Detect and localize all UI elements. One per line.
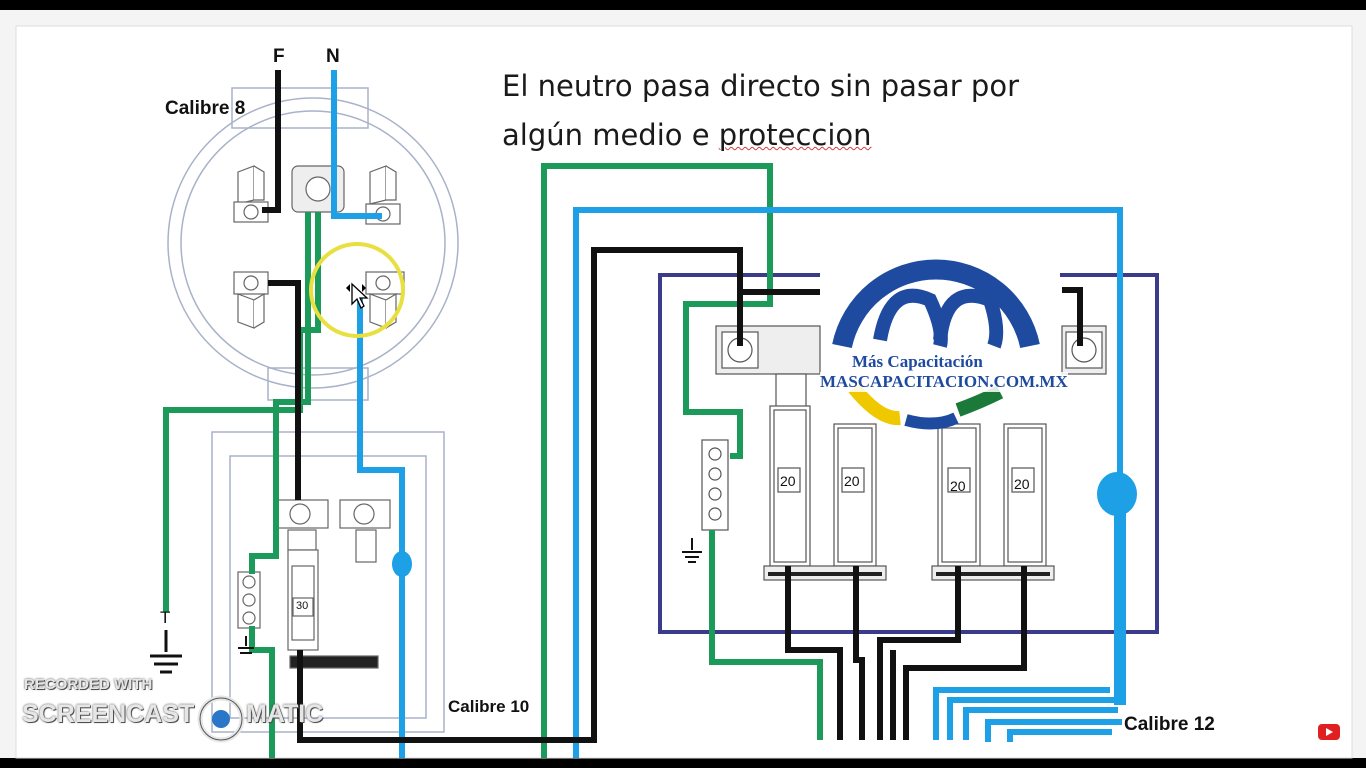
watermark-screencast: SCREENCAST: [22, 700, 195, 728]
youtube-icon[interactable]: [1318, 724, 1340, 740]
panel-main-lugs: [701, 325, 1107, 531]
ground-symbol-icon: [238, 636, 254, 654]
screencast-logo-icon: [197, 695, 245, 743]
phase-wires: [262, 70, 1083, 743]
breaker-rating-4: 20: [1014, 476, 1030, 492]
highlight-circle: [309, 242, 405, 338]
calibre-10-label: Calibre 10: [448, 697, 530, 716]
branch-breakers: [763, 405, 1055, 581]
move-cursor-icon: [346, 282, 369, 309]
phase-label: F: [273, 46, 285, 67]
calibre-8-label: Calibre 8: [165, 98, 246, 119]
ground-symbol-icon: [682, 538, 702, 563]
neutral-label: N: [326, 46, 340, 67]
breaker-rating-1: 20: [780, 473, 796, 489]
meter-base: [167, 87, 459, 401]
breaker-rating-2: 20: [844, 473, 860, 489]
watermark-recorded-with: RECORDED WITH: [24, 676, 153, 693]
slide-title-line1: El neutro pasa directo sin pasar por: [502, 69, 1020, 103]
logo-line1: Más Capacitación: [852, 352, 983, 372]
logo-line2: MASCAPACITACION.COM.MX: [820, 372, 1068, 392]
watermark-matic: MATIC: [246, 700, 324, 728]
slide-title: El neutro pasa directo sin pasar por alg…: [502, 62, 1019, 160]
main-breaker-rating: 30: [296, 600, 309, 612]
slide-title-line2-part1: algún medio e: [502, 118, 719, 152]
calibre-12-label: Calibre 12: [1124, 714, 1215, 735]
spellcheck-word: proteccion: [718, 118, 872, 152]
disconnect-box: [211, 431, 445, 733]
neutral-wires: [331, 70, 1126, 758]
mas-capacitacion-logo: [832, 259, 1040, 430]
ground-t-label: T: [160, 608, 171, 627]
slide-title-line2: algún medio e proteccion: [502, 111, 1019, 160]
ground-symbol-icon: [150, 630, 182, 674]
breaker-rating-3: 20: [950, 478, 966, 494]
